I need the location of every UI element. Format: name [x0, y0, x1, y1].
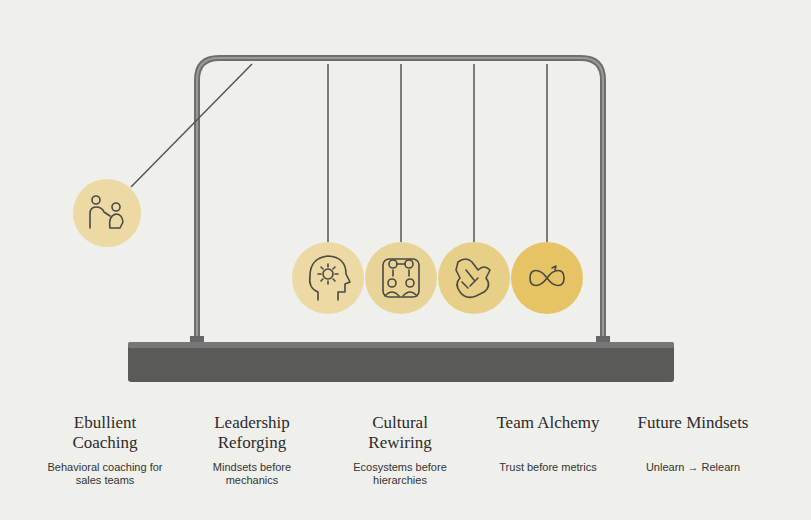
hands-icon: [456, 259, 490, 297]
base-top: [128, 342, 674, 348]
frame-foot: [596, 336, 610, 342]
column-subtitle: Mindsets before mechanics: [192, 461, 312, 487]
frame-highlight: [197, 58, 603, 340]
head-gear-icon: [310, 256, 350, 300]
frame-foot: [190, 336, 204, 342]
ball: [438, 242, 510, 314]
coaching-icon: [90, 196, 123, 228]
ball: [73, 179, 141, 247]
cradle-frame: [197, 58, 603, 340]
column-subtitle: Unlearn → Relearn: [628, 461, 758, 474]
column-subtitle: Ecosystems before hierarchies: [340, 461, 460, 487]
ball: [365, 242, 437, 314]
column-subtitle: Behavioral coaching for sales teams: [43, 461, 168, 487]
column-heading: Ebullient Coaching: [55, 413, 155, 453]
column-heading: Team Alchemy: [468, 413, 628, 433]
connected-people-icon: [383, 259, 419, 297]
ball: [292, 242, 364, 314]
column-heading: Future Mindsets: [613, 413, 773, 433]
column-heading: Leadership Reforging: [197, 413, 307, 453]
strings: [131, 64, 547, 242]
column-subtitle: Trust before metrics: [483, 461, 613, 474]
ball: [511, 242, 583, 314]
cradle-base: [128, 342, 674, 382]
column-heading: Cultural Rewiring: [350, 413, 450, 453]
infinity-icon: [530, 266, 564, 286]
